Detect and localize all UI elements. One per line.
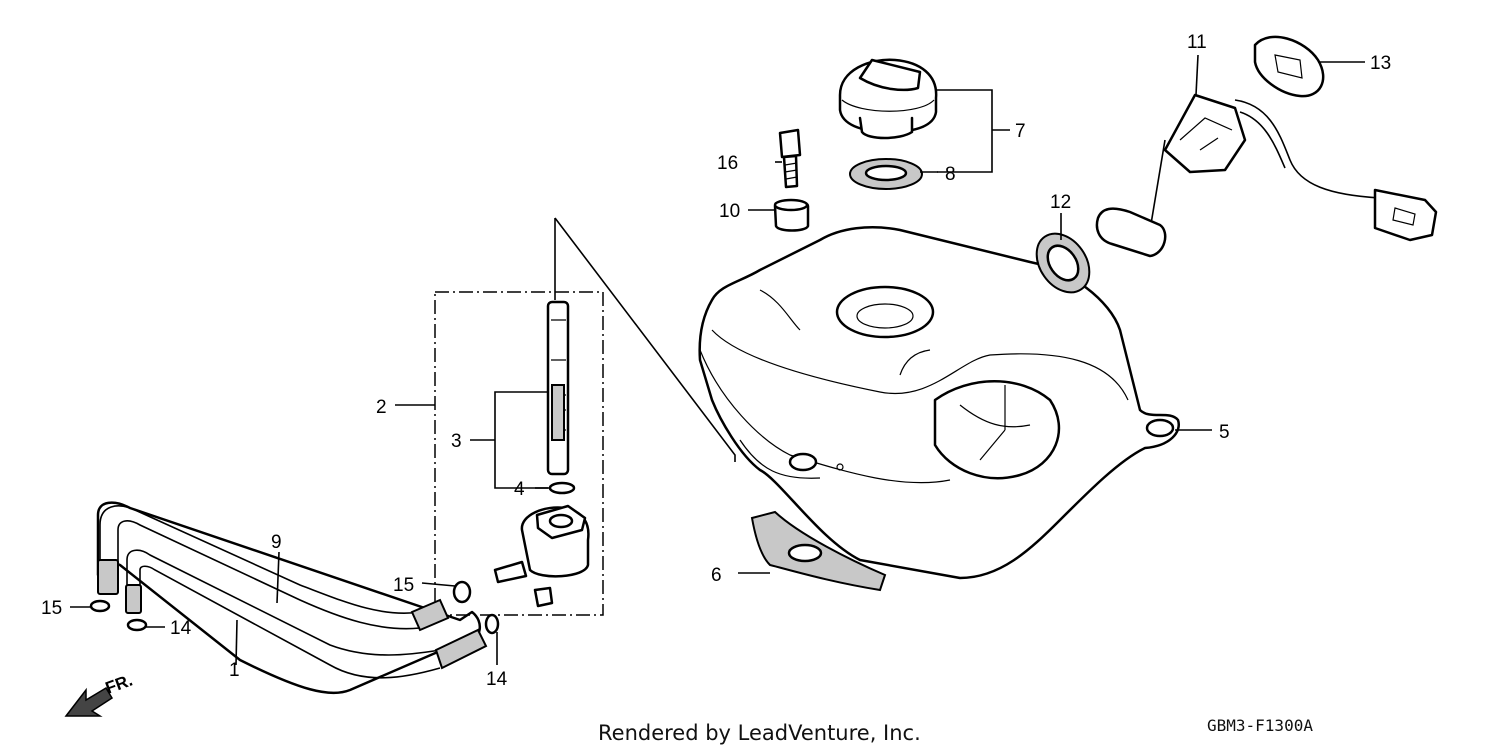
callout-11[interactable]: 11 [1187,32,1207,53]
collar[interactable] [773,198,810,232]
o-ring[interactable] [548,481,576,495]
callout-labels: 1 2 3 4 5 6 7 8 9 10 11 12 13 14 14 15 1… [41,32,1391,690]
direction-label: FR. [103,671,135,698]
tube-clip-small[interactable] [484,613,500,635]
callout-9[interactable]: 9 [271,532,282,553]
callout-14-right[interactable]: 14 [486,669,508,690]
leader-lines [70,54,1365,666]
callout-12[interactable]: 12 [1050,192,1071,213]
callout-14-left[interactable]: 14 [170,618,192,639]
tube-clip-left[interactable] [89,599,111,613]
callout-10[interactable]: 10 [719,201,740,222]
arrow-icon [64,686,114,717]
fuel-tube[interactable] [96,501,488,695]
tube-clip[interactable] [452,580,472,604]
fuel-gauge-sender[interactable] [1095,93,1438,258]
filler-cap[interactable] [838,58,938,140]
callout-1[interactable]: 1 [229,660,240,681]
sender-packing[interactable] [1026,224,1100,303]
strainer[interactable] [546,300,570,476]
front-direction-arrow: FR. [64,671,135,717]
tube-clip-left-small[interactable] [126,618,148,632]
callout-16[interactable]: 16 [717,153,738,174]
callout-13[interactable]: 13 [1370,53,1391,74]
fuel-cock-body[interactable] [493,504,590,608]
lock-plate[interactable] [1253,35,1325,98]
callout-15-left[interactable]: 15 [41,598,62,619]
fuel-cock-assembly-frame [434,291,604,616]
diagram-code: GBM3-F1300A [1207,716,1313,735]
callout-2[interactable]: 2 [376,397,387,418]
callout-6[interactable]: 6 [711,565,722,586]
callout-3[interactable]: 3 [451,431,462,452]
bolt[interactable] [778,128,802,189]
callout-4[interactable]: 4 [514,479,525,500]
callout-5[interactable]: 5 [1219,422,1230,443]
cap-gasket[interactable] [849,158,923,190]
callout-8[interactable]: 8 [945,164,956,185]
callout-7[interactable]: 7 [1015,121,1026,142]
credit-text: Rendered by LeadVenture, Inc. [598,721,921,745]
fuel-tank[interactable] [698,225,1180,580]
tank-mount-hole [787,543,823,563]
callout-15-right[interactable]: 15 [393,575,414,596]
